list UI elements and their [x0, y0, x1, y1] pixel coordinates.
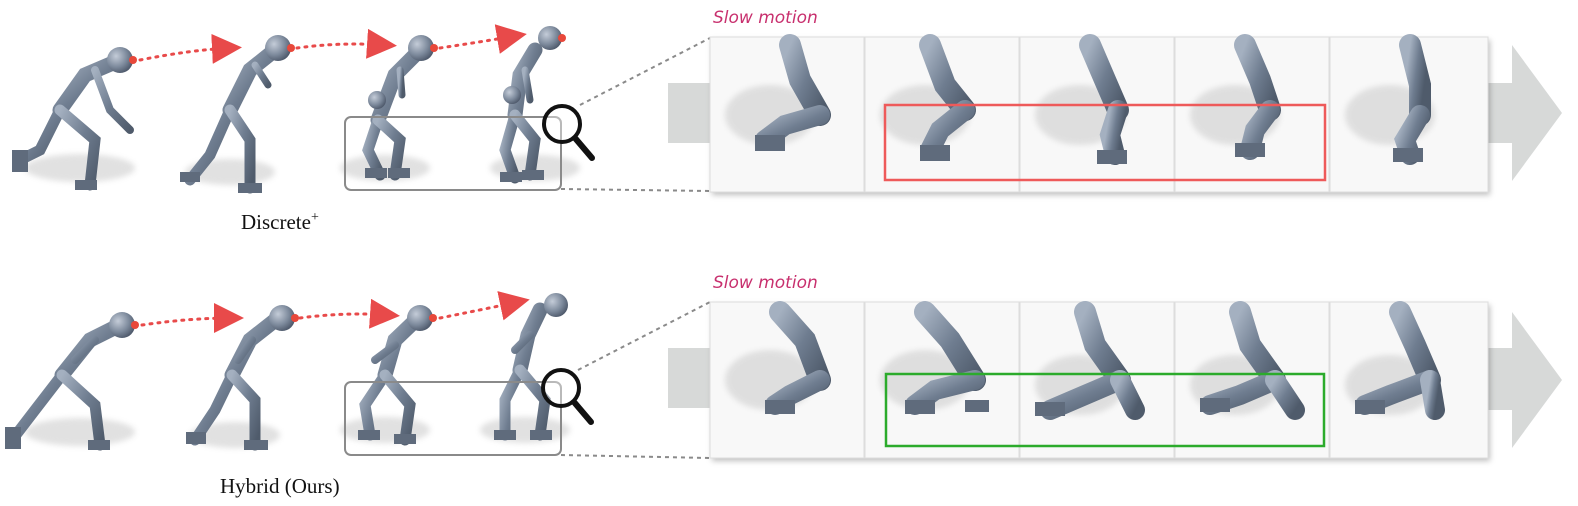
humanoid-pose-3	[362, 35, 438, 181]
trajectory-arrow-icon	[138, 24, 527, 64]
highlight-box-discrete	[883, 103, 1327, 182]
trajectory-arrow-icon	[140, 291, 530, 334]
frame-3	[1019, 301, 1175, 459]
frame-5	[1329, 34, 1489, 193]
frame-4	[1174, 34, 1330, 193]
row-hybrid	[5, 291, 1562, 459]
method-superscript: +	[310, 210, 319, 225]
frame-1	[709, 34, 865, 193]
row-discrete	[12, 24, 1562, 194]
method-label-hybrid: Hybrid (Ours)	[220, 474, 340, 498]
method-name: Discrete	[241, 210, 311, 234]
zoom-guide-lines	[560, 37, 711, 192]
frame-1	[709, 301, 865, 459]
slow-motion-frames	[709, 301, 1489, 459]
humanoid-pose-3	[358, 305, 437, 446]
frame-4	[1174, 301, 1330, 459]
slow-motion-frames	[709, 34, 1489, 193]
magnifier-icon	[541, 368, 594, 425]
humanoid-pose-2	[186, 305, 299, 451]
ground-shadows	[25, 154, 580, 185]
humanoid-pose-4	[499, 26, 566, 184]
method-label-discrete: Discrete+	[241, 210, 319, 235]
zoom-guide-lines	[560, 301, 711, 459]
highlight-box-hybrid	[884, 372, 1326, 448]
frame-2	[864, 34, 1020, 193]
frame-5	[1329, 301, 1489, 459]
zoom-region-box	[344, 116, 562, 191]
humanoid-pose-1	[12, 47, 137, 191]
magnifier-icon	[542, 104, 595, 161]
slow-motion-label-discrete: Slow motion	[713, 8, 818, 28]
frame-2	[864, 301, 1020, 459]
slow-motion-label-hybrid: Slow motion	[713, 273, 818, 293]
zoom-region-box	[344, 381, 562, 456]
humanoid-pose-1	[5, 312, 139, 451]
humanoid-pose-2	[180, 35, 295, 194]
frame-3	[1019, 34, 1175, 193]
